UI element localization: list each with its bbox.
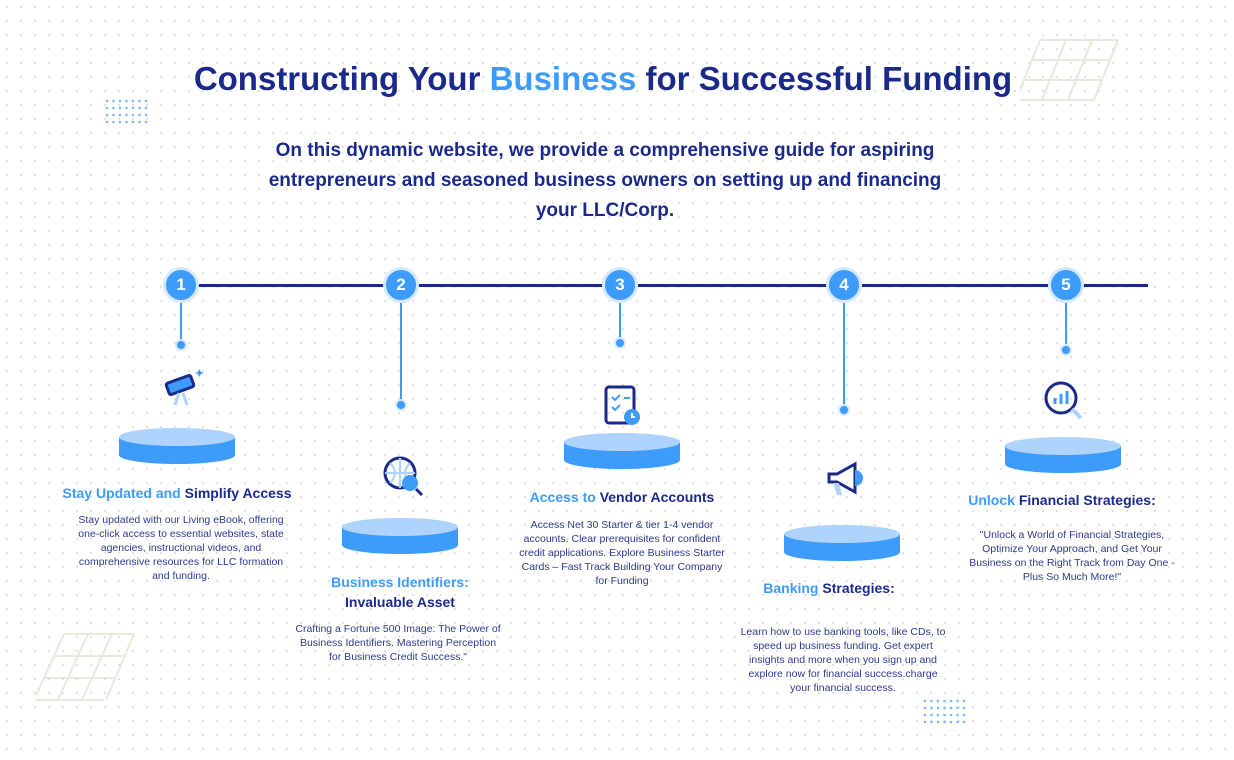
grid-decoration [1020,39,1119,101]
step-connector [180,300,182,345]
step-number-badge: 2 [383,267,419,303]
step-dot [395,399,407,411]
megaphone-icon [827,461,863,495]
step-number-badge: 4 [826,267,862,303]
chart-search-icon [1044,381,1083,420]
telescope-icon [164,369,204,406]
timeline-line [181,284,1148,287]
step-description: Learn how to use banking tools, like CDs… [740,626,946,694]
pedestal [1005,437,1121,473]
step-dot [614,337,626,349]
step-title: Unlock Financial Strategies: [968,492,1156,508]
pedestal [119,428,235,464]
pedestal [784,525,900,561]
step-connector [619,300,621,343]
pedestal [564,433,680,469]
step-dot [838,404,850,416]
step-number-badge: 1 [163,267,199,303]
step-connector [400,300,402,405]
step-title: Business Identifiers:Invaluable Asset [331,574,469,610]
dots-decoration [105,99,148,124]
checklist-clock-icon [604,385,640,425]
step-title: Banking Strategies: [763,580,895,596]
step-description: Access Net 30 Starter & tier 1-4 vendor … [519,519,725,587]
step-description: "Unlock a World of Financial Strategies,… [969,529,1175,583]
page-subtitle: On this dynamic website, we provide a co… [268,140,942,221]
step-dot [1060,344,1072,356]
step-title: Stay Updated and Simplify Access [62,485,292,501]
step-description: Stay updated with our Living eBook, offe… [78,514,284,582]
step-title: Access to Vendor Accounts [529,489,715,505]
step-description: Crafting a Fortune 500 Image: The Power … [295,623,501,663]
page-title: Constructing Your Business for Successfu… [193,60,1013,97]
step-dot [175,339,187,351]
step-connector [843,300,845,410]
grid-decoration [36,633,135,701]
globe-search-icon [383,456,424,497]
dots-decoration [923,699,966,724]
step-connector [1065,300,1067,350]
step-number-badge: 3 [602,267,638,303]
pedestal [342,518,458,554]
step-number-badge: 5 [1048,267,1084,303]
